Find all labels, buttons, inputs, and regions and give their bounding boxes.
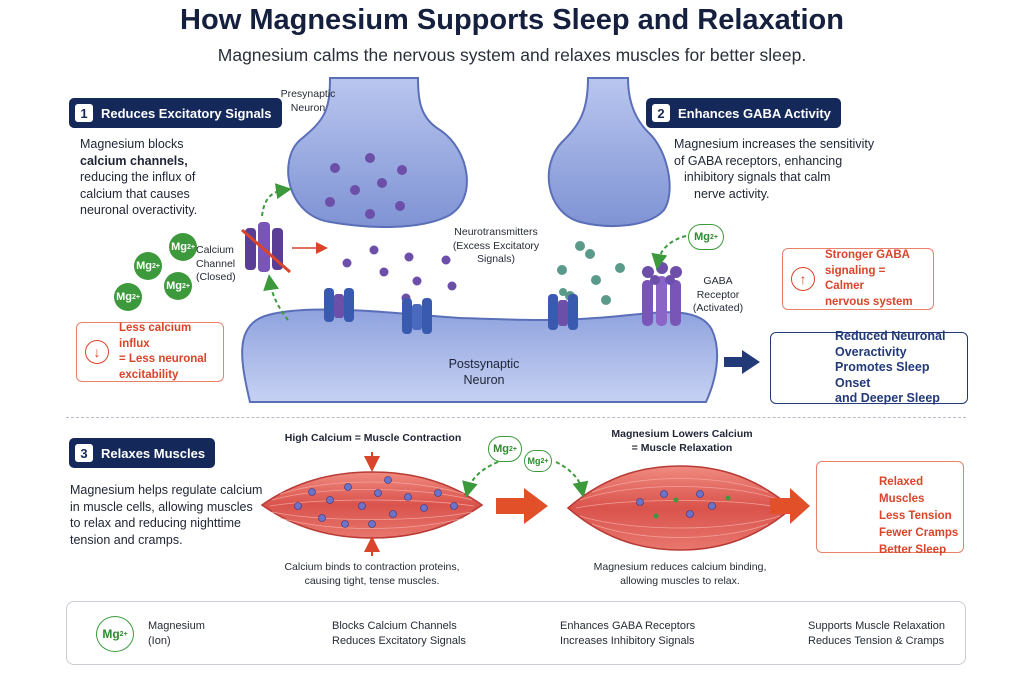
gaba-receptor-icon [642,262,682,326]
section-1-number: 1 [75,104,93,122]
page-subtitle: Magnesium calms the nervous system and r… [217,45,807,65]
high-calcium-label: High Calcium = Muscle Contraction [284,432,462,444]
arrow-down-icon: ↓ [85,340,109,364]
section-2-badge: 2 Enhances GABA Activity [646,98,841,128]
section-1-title: Reduces Excitatory Signals [101,105,272,121]
presynaptic-neuron-right [547,77,671,227]
gaba-dots [557,241,625,305]
presynaptic-neuron-left [287,77,468,228]
transition-arrow-1 [496,488,548,524]
presynaptic-label: Presynaptic Neuron [280,88,336,114]
vesicles-left [325,153,407,219]
legend-item-muscle: Supports Muscle Relaxation Reduces Tensi… [808,620,945,647]
gaba-receptor-label: GABA Receptor (Activated) [692,275,744,314]
section-2-title: Enhances GABA Activity [678,105,831,121]
muscle-benefits-box: Relaxed Muscles Less Tension Fewer Cramp… [816,461,964,556]
postsynaptic-label: Postsynaptic Neuron [448,357,520,387]
sleep-outcome-box: Reduced Neuronal Overactivity Promotes S… [770,329,968,405]
section-3-badge: 3 Relaxes Muscles [69,438,216,468]
section-3-title: Relaxes Muscles [101,445,206,461]
ion-channel-2 [402,298,432,334]
mg-arrow-bottom [263,274,289,321]
high-calcium-caption: Calcium binds to contraction proteins, c… [284,561,460,587]
page-title: How Magnesium Supports Sleep and Relaxat… [180,4,844,36]
legend-item-gaba: Enhances GABA Receptors Increases Inhibi… [560,620,696,647]
section-2-body: Magnesium increases the sensitivity of G… [674,137,875,201]
calcium-channel-icon [241,222,291,274]
section-3-body: Magnesium helps regulate calcium in musc… [70,483,263,547]
legend-panel [66,601,966,665]
relaxed-muscle [566,465,794,551]
mg-arrow-top [261,183,292,217]
contracted-muscle [260,471,484,539]
low-calcium-caption: Magnesium reduces calcium binding, allow… [593,561,767,587]
section-1-body: Magnesium blocks calcium channels, reduc… [80,137,198,217]
mg-arrow-gaba [651,235,687,270]
section-1-callout: ↓ Less calcium influx = Less neuronal ex… [76,322,224,382]
postsynaptic-neuron [241,308,719,403]
neurotransmitters-label: Neurotransmitters (Excess Excitatory Sig… [452,226,540,265]
transition-arrow-2 [770,488,810,524]
legend-item-magnesium: Magnesium (Ion) [148,620,205,647]
outcome-arrow [724,350,760,374]
section-3-number: 3 [75,444,93,462]
section-2-callout: ↑ Stronger GABA signaling = Calmer nervo… [782,248,934,310]
section-1-badge: 1 Reduces Excitatory Signals [69,98,282,128]
ion-channel-1 [324,288,354,322]
arrow-up-icon: ↑ [791,267,815,291]
section-divider [66,417,966,418]
legend-item-blocks: Blocks Calcium Channels Reduces Excitato… [332,620,466,647]
low-calcium-label: Magnesium Lowers Calcium = Muscle Relaxa… [611,428,753,454]
calcium-channel-label: Calcium Channel (Closed) [196,244,236,283]
ion-channel-3 [548,288,578,330]
section-2-number: 2 [652,104,670,122]
